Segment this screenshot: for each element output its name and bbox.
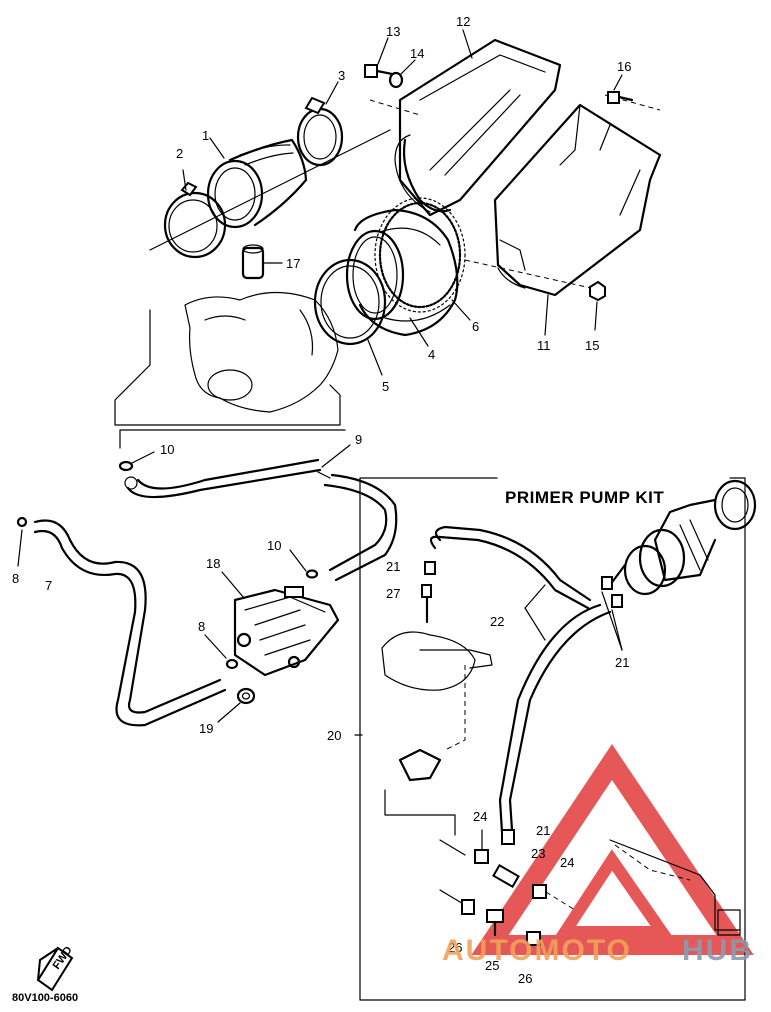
- callout-20: 20: [327, 728, 341, 743]
- part-18-fuel-pump: [221, 571, 340, 677]
- part-26b-joint: [526, 931, 541, 946]
- callout-8b: 8: [198, 619, 205, 634]
- callout-18: 18: [206, 556, 220, 571]
- part-27-fitting: [421, 584, 432, 624]
- part-12-air-box-cover: [394, 29, 562, 217]
- callout-10b: 10: [267, 538, 281, 553]
- callout-9: 9: [355, 432, 362, 447]
- callout-7: 7: [45, 578, 52, 593]
- callout-21a: 21: [386, 559, 400, 574]
- kit-carburetor-sketch: [381, 631, 493, 906]
- kit-fuel-tank-sketch: [609, 839, 741, 936]
- callout-26b: 26: [518, 971, 532, 986]
- part-26a-joint: [461, 899, 475, 915]
- part-25-t-joint: [486, 909, 504, 937]
- callout-24b: 24: [560, 855, 574, 870]
- primer-pump-body: [608, 479, 757, 596]
- callout-8a: 8: [12, 571, 19, 586]
- part-23-check-valve: [492, 863, 520, 889]
- callout-21c: 21: [536, 823, 550, 838]
- part-21c-joint: [501, 829, 515, 845]
- diagram-code: 80V100-6060: [12, 992, 78, 1004]
- callout-23: 23: [531, 846, 545, 861]
- part-8a-clip: [16, 516, 28, 567]
- callout-24a: 24: [473, 809, 487, 824]
- part-3-hose-clamp: [296, 81, 344, 167]
- callout-10a: 10: [160, 442, 174, 457]
- part-22-primer-hoses: [429, 525, 612, 834]
- watermark-triangle-outer: [471, 744, 754, 955]
- part-5-filter-ring: [313, 258, 387, 376]
- callout-12: 12: [456, 14, 470, 29]
- part-15-nut: [589, 280, 606, 331]
- watermark-text-automoto: AUTOMOTO: [442, 934, 632, 967]
- callout-25: 25: [485, 958, 499, 973]
- callout-3: 3: [338, 68, 345, 83]
- fwd-arrow-icon: FWD: [36, 944, 75, 992]
- callout-2: 2: [176, 146, 183, 161]
- part-24a-joint: [474, 829, 489, 864]
- callout-11: 11: [537, 338, 551, 353]
- part-17-cylinder: [241, 244, 283, 280]
- part-24b-joint: [532, 884, 576, 911]
- callout-17: 17: [286, 256, 300, 271]
- watermark-text-hub: HUB: [682, 934, 753, 967]
- primer-kit-frame: [359, 477, 746, 1001]
- callout-15: 15: [585, 338, 599, 353]
- part-10b-clip: [289, 549, 319, 579]
- callout-22: 22: [490, 614, 504, 629]
- callout-21b: 21: [615, 655, 629, 670]
- callout-1: 1: [202, 128, 209, 143]
- watermark-triangle-inner: [553, 849, 674, 938]
- callout-26a: 26: [448, 940, 462, 955]
- part-4-air-filter-element: [345, 208, 459, 347]
- carburetor-outline: [114, 291, 341, 426]
- callout-6: 6: [472, 319, 479, 334]
- part-2-hose-clamp: [163, 169, 227, 259]
- part-7-fuel-hose: [33, 519, 227, 727]
- callout-14: 14: [410, 46, 424, 61]
- watermark-triangle-logo: [471, 744, 754, 955]
- part-10a-clip: [118, 451, 155, 472]
- callout-5: 5: [382, 379, 389, 394]
- part-16-bolt: [607, 74, 634, 104]
- part-9-fuel-hose: [124, 444, 398, 582]
- callout-13: 13: [386, 24, 400, 39]
- callout-19: 19: [199, 721, 213, 736]
- part-21a-clamp: [424, 561, 436, 575]
- part-13-bolt: [364, 37, 394, 78]
- part-11-air-box: [493, 103, 662, 336]
- part-8b-clip: [204, 634, 239, 670]
- part-21b-clamps: [601, 576, 623, 651]
- part-14-washer: [388, 59, 416, 89]
- callout-16: 16: [617, 59, 631, 74]
- callout-27: 27: [386, 586, 400, 601]
- part-19-grommet: [217, 687, 256, 723]
- primer-pump-kit-title: PRIMER PUMP KIT: [505, 488, 664, 507]
- callout-4: 4: [428, 347, 435, 362]
